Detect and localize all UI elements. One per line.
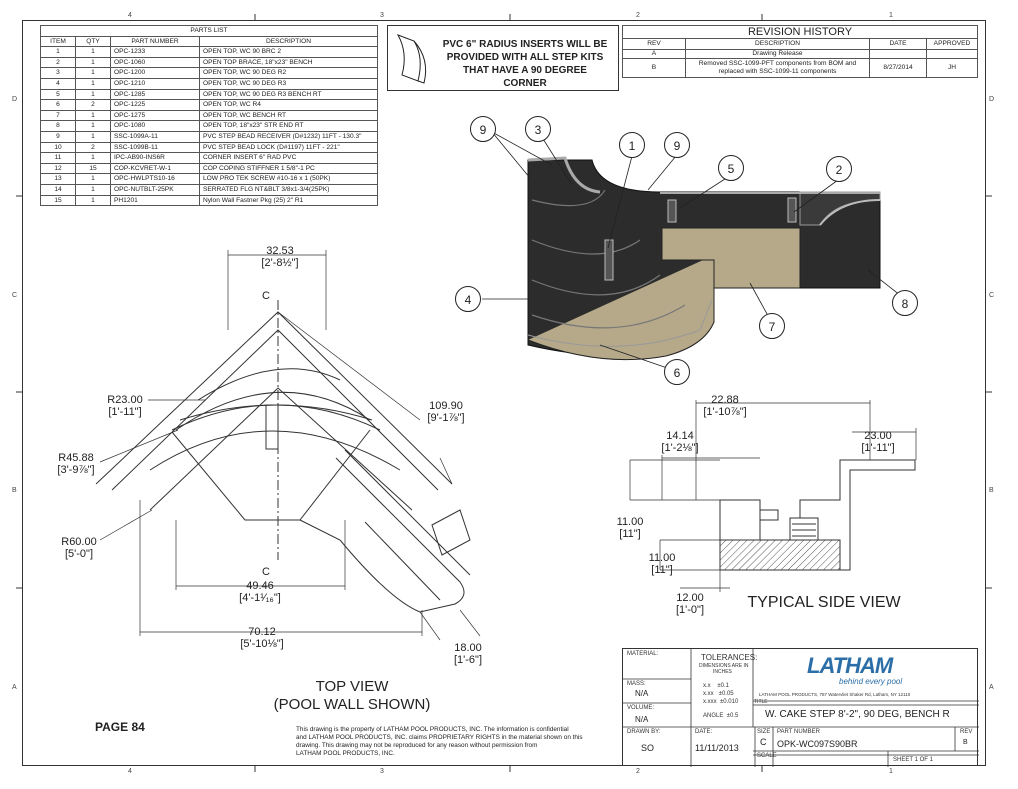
zone-right-A: A xyxy=(989,684,994,691)
parts-list-table: PARTS LIST ITEM QTY PART NUMBER DESCRIPT… xyxy=(40,25,378,207)
zone-top-1: 1 xyxy=(889,12,893,19)
tolerance-x-xxx: x.xxx ±0.010 xyxy=(703,699,739,705)
title-label: TITLE xyxy=(754,699,768,705)
dim-12-00: 12.00[1'-0"] xyxy=(675,592,704,616)
side-view-label: TYPICAL SIDE VIEW xyxy=(747,594,901,611)
page-label: PAGE 84 xyxy=(95,720,145,734)
revision-history-title: REVISION HISTORY xyxy=(622,25,978,39)
callout-7: 7 xyxy=(759,313,785,339)
zone-top-4: 4 xyxy=(128,12,132,19)
zone-bottom-3: 3 xyxy=(380,768,384,775)
date-label: DATE: xyxy=(695,729,713,735)
dim-32-53: 32.53[2'-8½"] xyxy=(261,245,299,269)
zone-left-C: C xyxy=(12,292,18,299)
mass-label: MASS: xyxy=(627,681,646,687)
section-mark-bottom: C xyxy=(262,566,270,578)
latham-tagline: behind every pool xyxy=(839,677,903,686)
dim-r60: R60.00[5'-0"] xyxy=(61,536,97,560)
zone-bottom-4: 4 xyxy=(128,768,132,775)
tolerances-label: TOLERANCES: xyxy=(701,653,758,662)
drawn-by-label: DRAWN BY: xyxy=(627,729,661,735)
isometric-view xyxy=(527,156,881,361)
zone-top-2: 2 xyxy=(636,12,640,19)
zone-top-3: 3 xyxy=(380,12,384,19)
dim-23-00: 23.00[1'-11"] xyxy=(861,430,895,454)
top-view-label: TOP VIEW (POOL WALL SHOWN) xyxy=(273,678,431,713)
mass-value: N/A xyxy=(635,689,649,698)
callout-9a: 9 xyxy=(470,116,496,142)
rev-b-approved: JH xyxy=(926,57,978,78)
volume-label: VOLUME: xyxy=(627,705,655,711)
zone-left-D: D xyxy=(12,96,18,103)
part-number-label: PART NUMBER xyxy=(777,729,821,735)
callout-3: 3 xyxy=(525,116,551,142)
top-view-drawing xyxy=(95,300,471,613)
disclaimer: This drawing is the property of LATHAM P… xyxy=(296,726,583,757)
dim-14-14: 14.14[1'-2⅛"] xyxy=(661,430,699,454)
zone-right-B: B xyxy=(989,487,994,494)
dim-18-00: 18.00[1'-6"] xyxy=(453,642,482,666)
callout-9b: 9 xyxy=(664,132,690,158)
callout-5: 5 xyxy=(718,155,744,181)
note-line-2: PROVIDED WITH ALL STEP KITS xyxy=(446,52,604,63)
part-number-value: OPK-WC097S90BR xyxy=(777,739,858,749)
rev-b-description-2: replaced with SSC-1099-11 components xyxy=(718,67,837,75)
date-value: 11/11/2013 xyxy=(695,743,739,753)
rev-value: B xyxy=(963,739,968,746)
material-label: MATERIAL: xyxy=(627,651,659,657)
scale-label: SCALE xyxy=(757,753,777,759)
tolerances-note-2: INCHES xyxy=(713,669,732,675)
callout-2: 2 xyxy=(826,156,852,182)
dim-r23: R23.00[1'-11"] xyxy=(107,394,143,418)
dim-11-00-b: 11.00[11"] xyxy=(648,552,676,576)
note-line-1: PVC 6" RADIUS INSERTS WILL BE xyxy=(442,39,608,50)
side-view-drawing xyxy=(719,459,916,571)
side-view-dimensions xyxy=(629,400,917,592)
revision-history-table: REVISION HISTORY REV DESCRIPTION DATE AP… xyxy=(622,25,978,78)
pvc-insert-note: PVC 6" RADIUS INSERTS WILL BE PROVIDED W… xyxy=(387,25,619,91)
tolerance-x-x: x.x ±0.1 xyxy=(703,683,729,689)
rev-b-description-1: Removed SSC-1099-PFT components from BOM… xyxy=(698,59,857,67)
top-view-dimensions xyxy=(99,250,481,641)
callout-4: 4 xyxy=(455,286,481,312)
parts-cell-description: Nylon Wall Fastner Pkg (25) 2" R1 xyxy=(199,194,378,207)
volume-value: N/A xyxy=(635,715,649,724)
zone-right-D: D xyxy=(989,96,995,103)
callout-8: 8 xyxy=(892,290,918,316)
radius-insert-icon xyxy=(396,34,427,84)
latham-address: LATHAM POOL PRODUCTS, 787 Watervliet Sha… xyxy=(759,692,911,697)
section-mark-top: C xyxy=(262,290,270,302)
size-value: C xyxy=(760,737,767,747)
callout-1: 1 xyxy=(619,132,645,158)
dim-49-46: 49.46[4'-1¹⁄₁₆"] xyxy=(239,580,281,604)
tolerances-note-1: DIMENSIONS ARE IN xyxy=(699,663,749,669)
tolerance-x-xx: x.xx ±0.05 xyxy=(703,691,734,697)
sheet-label: SHEET 1 OF 1 xyxy=(893,757,933,763)
zone-bottom-2: 2 xyxy=(636,768,640,775)
dim-r45-88: R45.88[3'-9⅞"] xyxy=(57,452,95,476)
tolerance-angle: ANGLE ±0.5 xyxy=(703,713,739,719)
dim-22-88: 22.88[1'-10⅞"] xyxy=(703,394,747,418)
title-block-lines xyxy=(623,649,979,767)
drawn-by-value: SO xyxy=(641,743,655,753)
zone-right-C: C xyxy=(989,292,995,299)
rev-label: REV xyxy=(960,729,973,735)
zone-left-A: A xyxy=(12,684,17,691)
drawing-frame xyxy=(22,20,986,766)
rev-b-rev: B xyxy=(622,57,686,78)
title-block: MATERIAL: TOLERANCES: DIMENSIONS ARE IN … xyxy=(622,648,979,767)
dim-11-00-a: 11.00[11"] xyxy=(616,516,644,540)
drawing-title: W. CAKE STEP 8'-2", 90 DEG, BENCH R xyxy=(765,709,950,720)
note-line-3: THAT HAVE A 90 DEGREE CORNER xyxy=(463,65,587,89)
callout-6: 6 xyxy=(664,359,690,385)
dim-109-90: 109.90[9'-1⅞"] xyxy=(427,400,465,424)
zone-left-B: B xyxy=(12,487,17,494)
size-label: SIZE xyxy=(757,729,771,735)
latham-logo: LATHAM xyxy=(807,653,893,678)
dim-70-12: 70.12[5'-10⅛"] xyxy=(240,626,284,650)
zone-bottom-1: 1 xyxy=(889,768,893,775)
